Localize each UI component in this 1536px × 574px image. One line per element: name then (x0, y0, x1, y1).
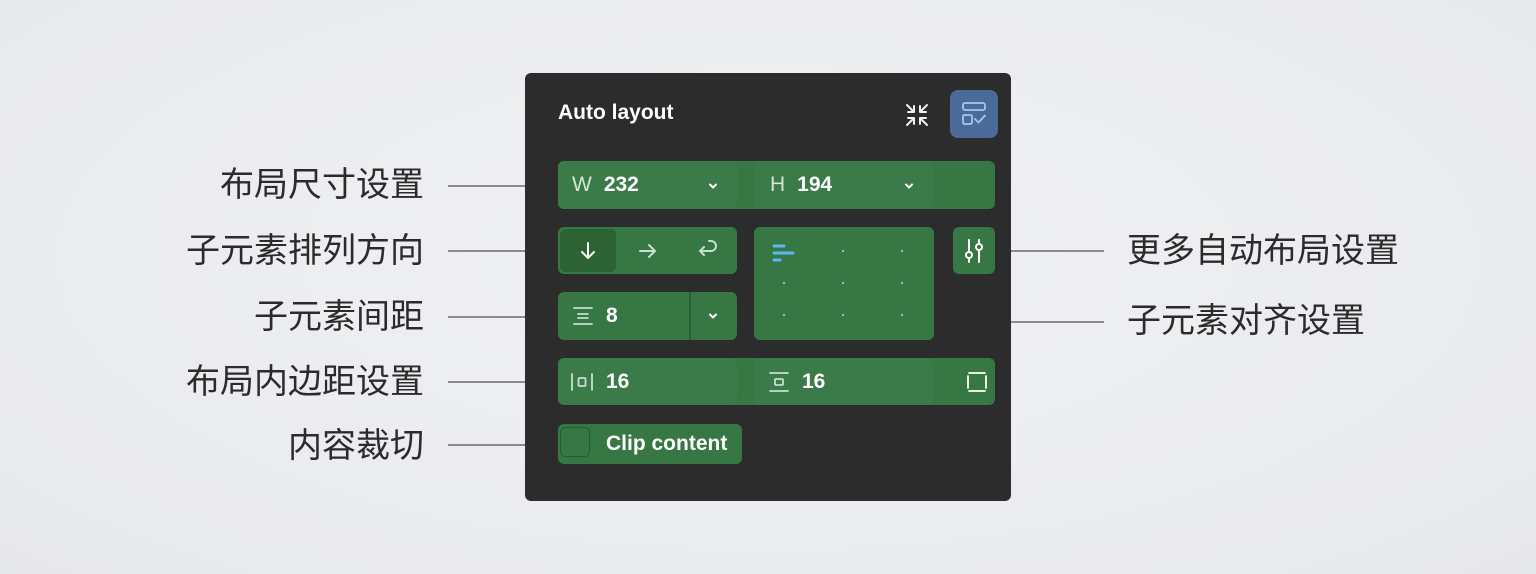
direction-wrap-button[interactable] (680, 227, 736, 274)
size-row: W 232 H 194 (558, 161, 995, 209)
clip-content-checkbox[interactable] (560, 427, 590, 457)
alignment-dot (842, 282, 844, 284)
alignment-dot (901, 282, 903, 284)
annotation-line-clip (448, 444, 556, 446)
horizontal-padding-icon (571, 372, 593, 391)
vertical-padding-value: 16 (802, 369, 826, 393)
panel-title: Auto layout (558, 101, 674, 124)
layout-suggestion-icon (962, 102, 986, 125)
chevron-down-icon[interactable] (902, 179, 916, 193)
alignment-dot (901, 250, 903, 252)
clip-content-label: Clip content (606, 432, 728, 455)
direction-horizontal-button[interactable] (620, 227, 676, 274)
alignment-dot (842, 314, 844, 316)
arrow-down-icon (581, 241, 595, 259)
individual-padding-button[interactable] (958, 358, 995, 405)
width-field[interactable]: W 232 (558, 161, 737, 209)
annotation-alignment: 子元素对齐设置 (1127, 301, 1365, 341)
auto-layout-panel: Auto layout W 232 H 194 (525, 73, 1011, 501)
alignment-dot (901, 314, 903, 316)
annotation-clip: 内容裁切 (288, 426, 424, 466)
annotation-line-gap (448, 316, 556, 318)
annotation-line-padding (448, 381, 556, 383)
annotation-direction: 子元素排列方向 (186, 231, 424, 271)
chevron-down-icon[interactable] (706, 309, 720, 323)
vertical-spacing-icon (573, 307, 593, 325)
width-value: 232 (603, 173, 639, 196)
individual-padding-icon (966, 371, 987, 392)
horizontal-padding-field[interactable]: 16 (558, 358, 737, 405)
collapse-button[interactable] (900, 98, 934, 132)
alignment-dot (783, 282, 785, 284)
annotation-line-direction (448, 250, 556, 252)
height-field[interactable]: H 194 (754, 161, 933, 209)
annotation-padding: 布局内边距设置 (186, 362, 424, 402)
horizontal-padding-value: 16 (606, 369, 630, 393)
padding-row: 16 16 (558, 358, 995, 405)
annotation-advanced: 更多自动布局设置 (1127, 231, 1399, 271)
chevron-down-icon[interactable] (706, 179, 720, 193)
vertical-padding-icon (769, 371, 789, 392)
annotation-size: 布局尺寸设置 (220, 165, 424, 205)
align-top-left-icon (772, 244, 795, 262)
annotation-line-size (448, 185, 556, 187)
advanced-settings-button[interactable] (953, 227, 995, 274)
arrow-right-icon (639, 243, 656, 258)
gap-value: 8 (606, 304, 618, 327)
annotation-line-advanced (996, 250, 1104, 252)
alignment-grid[interactable] (754, 227, 934, 340)
collapse-icon (906, 104, 928, 126)
direction-control (558, 227, 737, 274)
annotation-line-alignment (935, 321, 1104, 323)
gap-divider (689, 292, 691, 340)
gap-field[interactable]: 8 (558, 292, 737, 340)
sliders-icon (965, 238, 983, 263)
alignment-dot (842, 250, 844, 252)
annotation-gap: 子元素间距 (254, 297, 424, 337)
clip-content-row[interactable]: Clip content (558, 424, 742, 464)
height-label: H (770, 173, 786, 196)
auto-layout-toggle-button[interactable] (950, 90, 998, 138)
height-value: 194 (797, 173, 833, 196)
width-label: W (572, 173, 592, 196)
wrap-icon (699, 239, 717, 256)
alignment-dot (783, 314, 785, 316)
vertical-padding-field[interactable]: 16 (754, 358, 933, 405)
direction-vertical-button[interactable] (560, 229, 616, 272)
